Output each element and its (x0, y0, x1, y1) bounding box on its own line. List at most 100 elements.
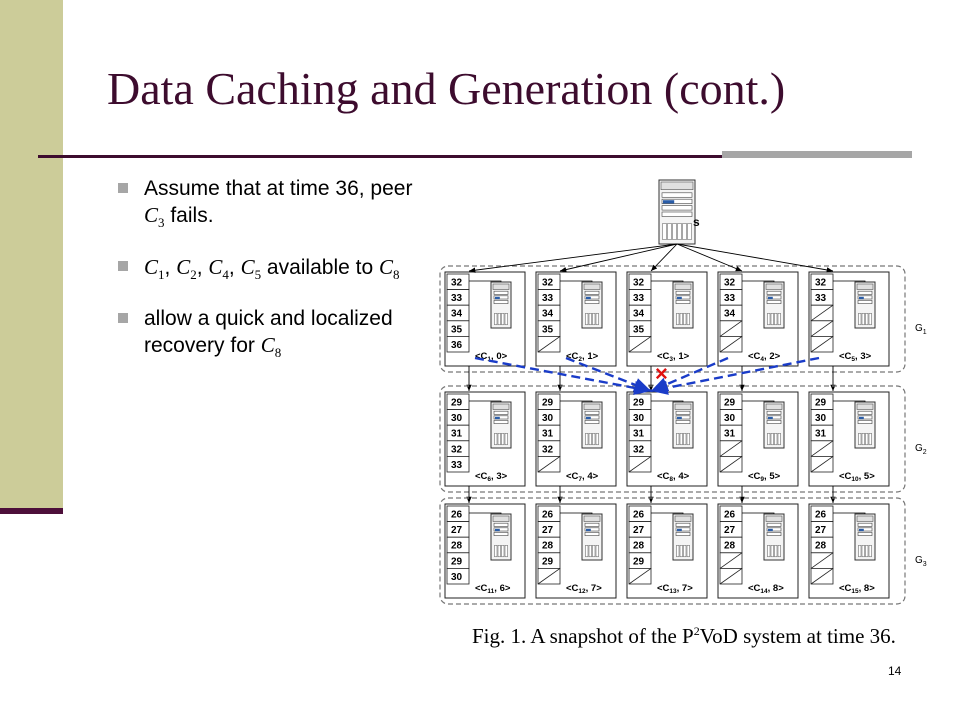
cache-cell-value: 28 (451, 541, 463, 552)
cache-cell-value: 27 (815, 525, 827, 536)
empty-cell-slash (628, 456, 652, 473)
empty-cell-slash (810, 320, 834, 337)
cache-cell-value: 29 (451, 398, 463, 409)
recovery-arrow (565, 356, 652, 393)
cache-cell-value: 33 (542, 293, 554, 304)
empty-cell-slash (810, 440, 834, 457)
cache-cell-value: 35 (451, 324, 463, 335)
cache-cell-value: 30 (633, 413, 645, 424)
peer-label: <C9, 5> (748, 471, 781, 483)
empty-cell-slash (719, 552, 743, 569)
peer-label: <C6, 3> (475, 471, 508, 483)
cache-cell-value: 29 (542, 398, 554, 409)
cache-cell-value: 26 (451, 510, 463, 521)
peer-label: <C5, 3> (839, 351, 872, 363)
title-underline (38, 155, 911, 158)
cache-cell-value: 31 (451, 429, 463, 440)
server-arrow (676, 243, 834, 273)
recovery-arrow (474, 356, 652, 395)
empty-cell-slash (537, 568, 561, 585)
cache-cell-value: 26 (542, 510, 554, 521)
title-underline-accent (722, 151, 912, 158)
peer-label: <C2, 1> (566, 351, 599, 363)
cache-cell-value: 34 (633, 309, 645, 320)
cache-cell-value: 29 (633, 398, 645, 409)
cache-cell-value: 30 (451, 572, 463, 583)
cache-cell-value: 31 (815, 429, 827, 440)
page-number: 14 (888, 664, 902, 678)
cache-cell-value: 32 (542, 278, 554, 289)
server-arrow (468, 243, 678, 273)
cache-cell-value: 32 (451, 444, 463, 455)
cache-cell-value: 31 (724, 429, 736, 440)
cache-cell (446, 335, 470, 353)
cache-cell-value: 27 (451, 525, 463, 536)
peer-node: 26 27 28 <C15, 8> (808, 503, 890, 599)
group-label: G1 (915, 323, 927, 336)
cache-cell-value: 32 (451, 278, 463, 289)
cache-cell-value: 30 (451, 413, 463, 424)
cache-cell-value: 33 (724, 293, 736, 304)
bullet-square-icon (118, 313, 128, 324)
peer-label: <C3, 1> (657, 351, 690, 363)
cache-cell-value: 28 (542, 541, 554, 552)
cache-cell-value: 33 (451, 460, 463, 471)
cache-cell-value: 26 (633, 510, 645, 521)
cache-cell-value: 30 (542, 413, 554, 424)
cache-cell-value: 30 (724, 413, 736, 424)
peer-group-box (439, 385, 906, 493)
cache-cell-value: 33 (633, 293, 645, 304)
cache-cell-value: 32 (542, 444, 554, 455)
bullet-square-icon (118, 183, 128, 193)
cache-cell-value: 34 (451, 309, 463, 320)
figure-caption: Fig. 1. A snapshot of the P2VoD system a… (472, 624, 896, 648)
server-arrow (650, 243, 678, 272)
cache-cell-value: 35 (542, 324, 554, 335)
peer-label: <C10, 5> (839, 471, 875, 483)
empty-cell-slash (628, 336, 652, 353)
cache-cell-value: 27 (633, 525, 645, 536)
empty-cell-slash (537, 336, 561, 353)
server-arrow (676, 243, 743, 272)
group-label: G3 (915, 555, 927, 568)
empty-cell-slash (810, 552, 834, 569)
recovery-arrow (650, 356, 820, 395)
empty-cell-slash (810, 304, 834, 322)
empty-cell-slash (719, 336, 743, 353)
cache-cell-value: 28 (815, 541, 827, 552)
cache-cell-value: 26 (815, 510, 827, 521)
peer-label: <C7, 4> (566, 471, 599, 483)
decorative-side-bar (0, 0, 63, 512)
cache-cell-value: 33 (815, 293, 827, 304)
server-arrow (559, 243, 678, 273)
cache-cell-value: 29 (815, 398, 827, 409)
cache-cell-value: 32 (724, 278, 736, 289)
empty-cell-slash (810, 456, 834, 473)
server-icon (658, 179, 696, 245)
cache-cell-value: 34 (542, 309, 554, 320)
empty-cell-slash (719, 320, 743, 337)
empty-cell-slash (719, 456, 743, 473)
empty-cell-slash (719, 440, 743, 457)
bullet-square-icon (118, 261, 128, 272)
cache-cell-value: 27 (724, 525, 736, 536)
peer-label: <C15, 8> (839, 583, 875, 595)
bullet-item: Assume that at time 36, peer C3 fails. (118, 176, 418, 236)
cache-cell-value: 27 (542, 525, 554, 536)
empty-cell-slash (628, 568, 652, 585)
empty-cell-slash (537, 456, 561, 473)
cache-cell-value: 32 (633, 278, 645, 289)
empty-cell-slash (810, 568, 834, 585)
